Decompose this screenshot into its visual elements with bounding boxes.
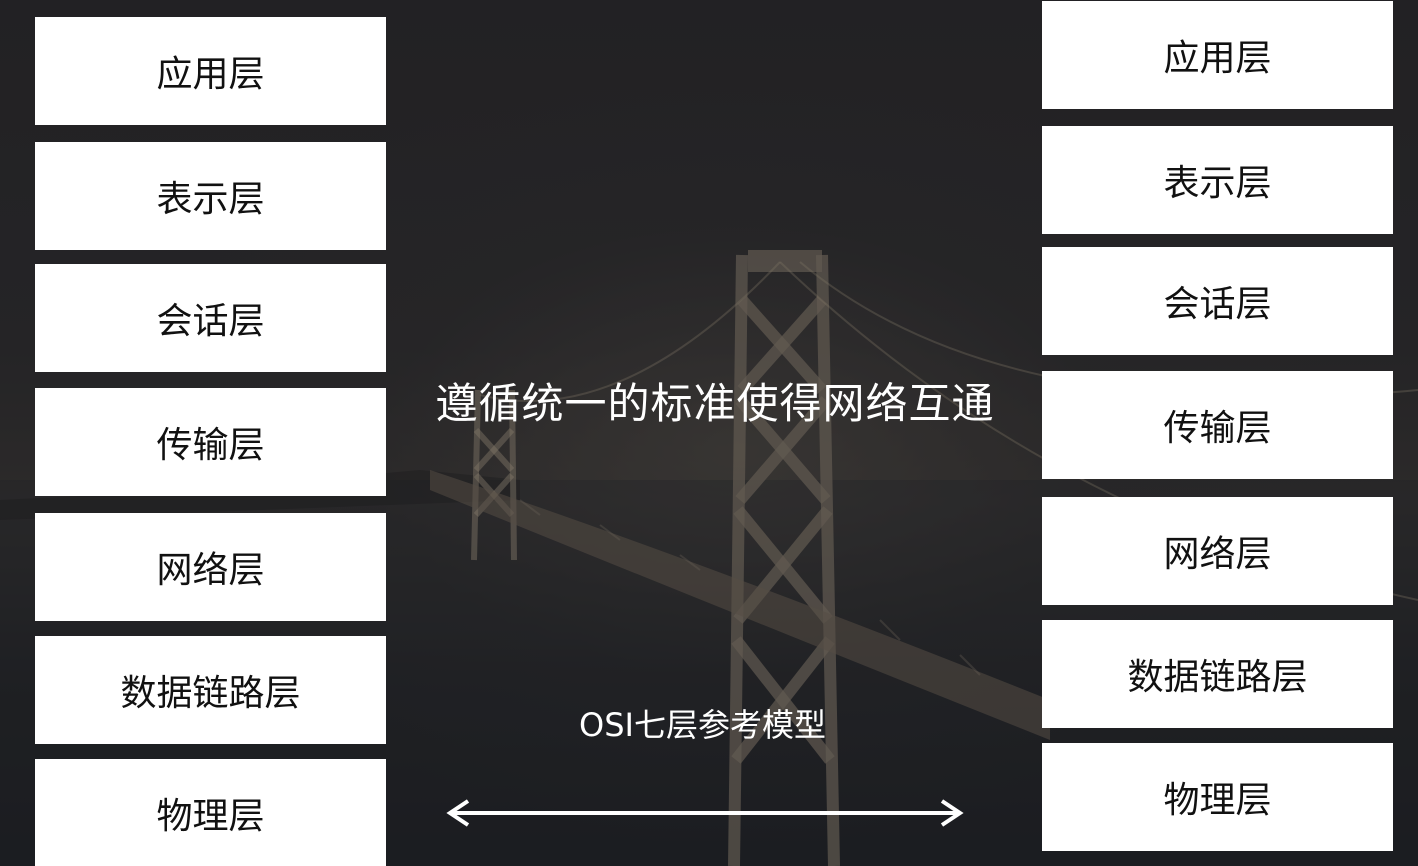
layer-label: 应用层 bbox=[156, 54, 265, 95]
layer-label: 物理层 bbox=[156, 796, 265, 837]
layer-label: 数据链路层 bbox=[120, 673, 301, 714]
layer-label: 会话层 bbox=[156, 301, 265, 342]
layer-label: 表示层 bbox=[156, 179, 265, 220]
right-layer-transport: 传输层 bbox=[1042, 371, 1393, 479]
right-layer-application: 应用层 bbox=[1042, 1, 1393, 109]
layer-label: 应用层 bbox=[1163, 38, 1272, 79]
layer-label: 传输层 bbox=[156, 425, 265, 466]
double-headed-arrow-icon bbox=[446, 799, 964, 827]
left-layer-session: 会话层 bbox=[35, 264, 386, 372]
layer-label: 数据链路层 bbox=[1127, 657, 1308, 698]
layer-label: 网络层 bbox=[1163, 534, 1272, 575]
left-layer-physical: 物理层 bbox=[35, 759, 386, 866]
layer-label: 网络层 bbox=[156, 550, 265, 591]
left-layer-application: 应用层 bbox=[35, 17, 386, 125]
layer-label: 传输层 bbox=[1163, 408, 1272, 449]
left-layer-transport: 传输层 bbox=[35, 388, 386, 496]
center-title: 遵循统一的标准使得网络互通 bbox=[435, 379, 995, 428]
left-layer-network: 网络层 bbox=[35, 513, 386, 621]
right-layer-presentation: 表示层 bbox=[1042, 126, 1393, 234]
right-layer-physical: 物理层 bbox=[1042, 743, 1393, 851]
layer-label: 会话层 bbox=[1163, 284, 1272, 325]
left-layer-data-link: 数据链路层 bbox=[35, 636, 386, 744]
model-label: OSI七层参考模型 bbox=[579, 706, 826, 744]
left-layer-presentation: 表示层 bbox=[35, 142, 386, 250]
layer-label: 表示层 bbox=[1163, 163, 1272, 204]
layer-label: 物理层 bbox=[1163, 780, 1272, 821]
right-layer-session: 会话层 bbox=[1042, 247, 1393, 355]
right-layer-network: 网络层 bbox=[1042, 497, 1393, 605]
right-layer-data-link: 数据链路层 bbox=[1042, 620, 1393, 728]
